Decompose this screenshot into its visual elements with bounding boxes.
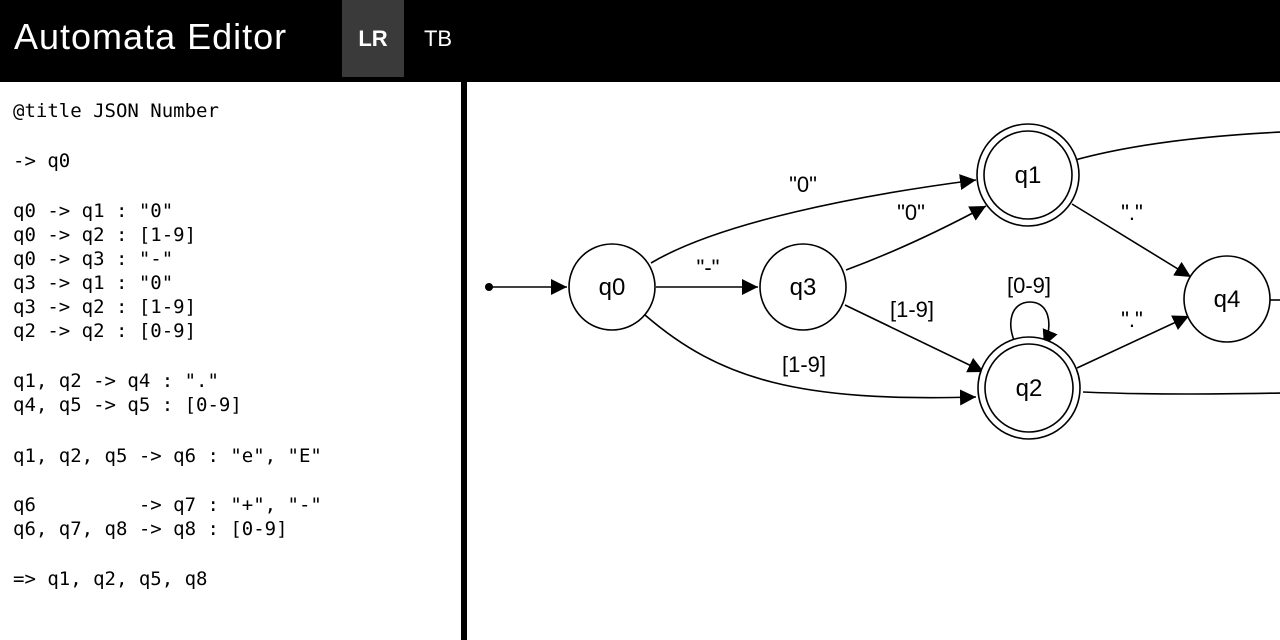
- state-q4[interactable]: q4: [1183, 255, 1271, 343]
- edge-label-q0-q1: "0": [789, 172, 817, 197]
- edge-q1-q4[interactable]: [1071, 203, 1192, 278]
- code-line: @title JSON Number: [13, 100, 219, 122]
- state-label: q4: [1214, 286, 1241, 313]
- state-q2[interactable]: q2: [977, 336, 1081, 440]
- code-line: q3 -> q2 : [1-9]: [13, 296, 197, 318]
- tab-tb[interactable]: TB: [423, 25, 453, 51]
- code-editor[interactable]: @title JSON Number -> q0 q0 -> q1 : "0" …: [0, 82, 460, 640]
- automaton-graph: "0" "-" "0" [1-9] [1-9] [0-9] "." "." q0…: [485, 123, 1280, 440]
- code-line: q0 -> q2 : [1-9]: [13, 224, 197, 246]
- state-q1[interactable]: q1: [976, 123, 1080, 227]
- edge-label-q3-q1: "0": [897, 200, 925, 225]
- state-q3[interactable]: q3: [759, 243, 847, 331]
- state-q0[interactable]: q0: [568, 243, 656, 331]
- app-header: Automata Editor LR TB: [0, 0, 1280, 82]
- app-title: Automata Editor: [14, 16, 288, 57]
- edge-q0-q1[interactable]: [650, 174, 977, 264]
- state-label: q2: [1016, 375, 1043, 402]
- edge-label-q2-q4: ".": [1121, 307, 1143, 332]
- code-line: q0 -> q3 : "-": [13, 248, 174, 270]
- edge-q2-q4[interactable]: [1076, 315, 1190, 369]
- code-line: q6, q7, q8 -> q8 : [0-9]: [13, 518, 288, 540]
- code-line: q2 -> q2 : [0-9]: [13, 320, 197, 342]
- edge-q1-offscreen: [1074, 131, 1280, 161]
- code-line: => q1, q2, q5, q8: [13, 568, 208, 590]
- edge-q2-q2[interactable]: [1009, 301, 1058, 347]
- edge-q0-q2[interactable]: [644, 314, 977, 406]
- edge-label-q0-q3: "-": [697, 255, 720, 280]
- state-label: q0: [599, 274, 626, 301]
- edge-label-q3-q2: [1-9]: [890, 297, 934, 322]
- code-line: q0 -> q1 : "0": [13, 200, 174, 222]
- code-line: q4, q5 -> q5 : [0-9]: [13, 394, 242, 416]
- code-line: q1, q2, q5 -> q6 : "e", "E": [13, 445, 322, 467]
- code-line: q1, q2 -> q4 : ".": [13, 370, 219, 392]
- state-label: q1: [1015, 162, 1042, 189]
- edge-q3-q1[interactable]: [845, 205, 987, 271]
- code-line: q6 -> q7 : "+", "-": [13, 494, 322, 516]
- code-line: -> q0: [13, 150, 71, 172]
- edge-label-q1-q4: ".": [1121, 200, 1143, 225]
- diagram-canvas[interactable]: "0" "-" "0" [1-9] [1-9] [0-9] "." "." q0…: [467, 82, 1280, 640]
- state-label: q3: [790, 274, 817, 301]
- edge-label-q0-q2: [1-9]: [782, 352, 826, 377]
- edge-q2-offscreen: [1082, 391, 1280, 395]
- edge-label-q2-q2: [0-9]: [1007, 273, 1051, 298]
- edge-q3-q2[interactable]: [844, 304, 985, 373]
- tab-lr[interactable]: LR: [342, 0, 404, 77]
- code-line: q3 -> q1 : "0": [13, 272, 174, 294]
- pane-divider[interactable]: [461, 82, 467, 640]
